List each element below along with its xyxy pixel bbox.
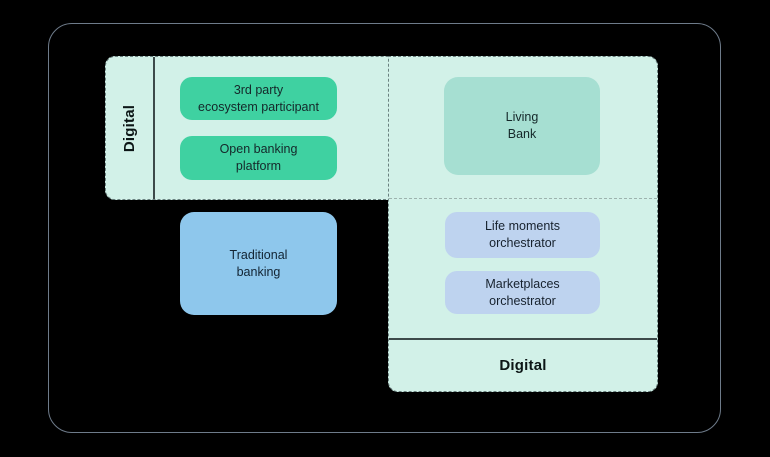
left-zone-divider-line <box>153 57 155 199</box>
box-3rd-party-ecosystem-participant: 3rd party ecosystem participant <box>180 77 337 120</box>
box-life-moments-orchestrator: Life moments orchestrator <box>445 212 600 258</box>
right-zone-solid-line <box>389 338 657 340</box>
right-zone-dashed-divider <box>389 198 657 199</box>
box-living-bank: Living Bank <box>444 77 600 175</box>
digital-bottom-label: Digital <box>499 357 547 374</box>
digital-left-label: Digital <box>121 104 138 152</box>
outer-frame <box>48 23 721 433</box>
digital-left-label-strip: Digital <box>106 57 153 199</box>
box-traditional-banking: Traditional banking <box>180 212 337 315</box>
box-marketplaces-orchestrator: Marketplaces orchestrator <box>445 271 600 314</box>
box-open-banking-platform: Open banking platform <box>180 136 337 180</box>
